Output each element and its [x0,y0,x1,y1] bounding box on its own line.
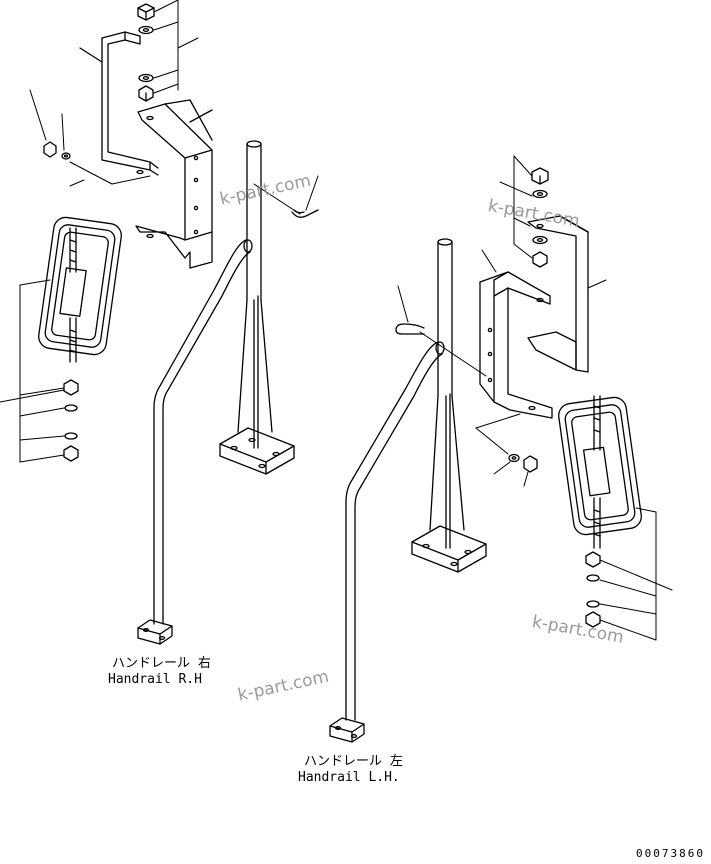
washer-lh-side [508,453,520,463]
mirror-rh [38,216,122,363]
washer-lh-bottom-2 [586,600,600,608]
washer-rh-1 [138,25,154,35]
label-handrail-lh-en: Handrail L.H. [298,770,400,785]
washer-rh-bottom-1 [64,404,78,412]
nut-lh-bottom-2 [585,611,601,628]
leader-lines-rh-bottom [0,279,65,463]
handrail-rh-rail [137,239,253,645]
leader-lines-lh-top [499,155,533,259]
handrail-lh-rail [329,341,445,743]
nut-rh-bottom-1 [63,379,79,396]
u-bracket-lh [527,215,607,373]
washer-rh-2 [138,73,154,83]
washer-lh-1 [532,189,548,199]
handrail-rh-post [219,140,295,475]
nut-lh-2 [532,251,548,268]
nut-rh-top [137,3,155,21]
handrail-lh-post [411,238,487,573]
u-bracket-rh [79,31,159,176]
washer-rh-side [61,152,71,160]
label-handrail-rh-en: Handrail R.H [108,672,202,687]
c-bracket-lh [479,249,553,419]
washer-lh-bottom-1 [586,574,600,582]
drawing-code: 00073860 [636,847,705,860]
label-handrail-lh-jp: ハンドレール 左 [304,754,403,769]
nut-lh-top [531,167,549,185]
label-handrail-rh-jp: ハンドレール 右 [112,656,211,671]
nut-rh-side [43,141,57,158]
leader-lines-rh-side [29,89,151,187]
c-bracket-rh [135,99,213,269]
nut-rh-bottom-2 [63,445,79,462]
leader-lines-lh-side [475,413,529,487]
leader-lines-lh-bottom [599,507,673,641]
mirror-lh [558,395,642,549]
nut-lh-bottom-1 [585,551,601,568]
nut-rh-2 [138,85,154,102]
washer-lh-2 [532,235,548,245]
nut-lh-side [523,455,538,473]
u-bolt-lh [395,285,487,377]
u-bolt-rh [253,175,319,218]
leader-lines-rh-top [153,0,199,94]
washer-rh-bottom-2 [64,432,78,440]
